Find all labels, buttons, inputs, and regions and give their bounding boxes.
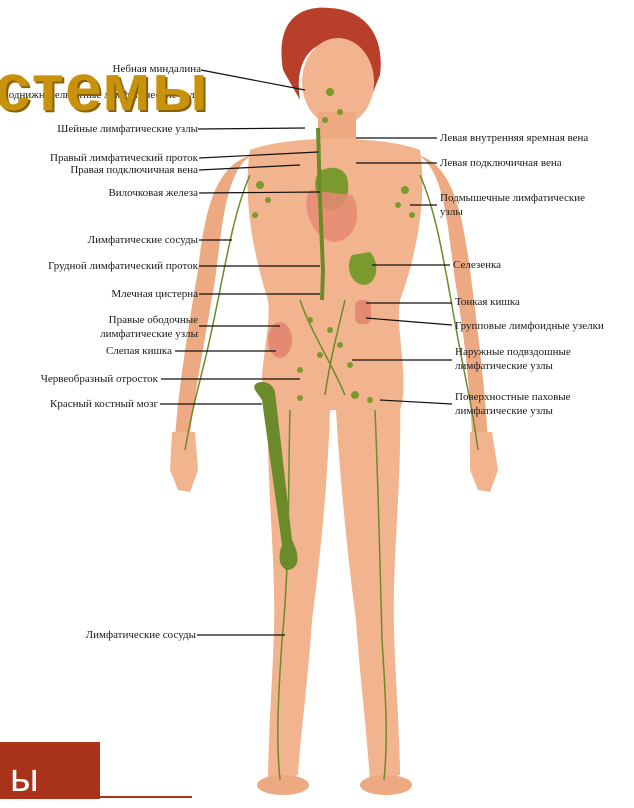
label-cisterna-chyli: Млечная цистерна bbox=[50, 288, 198, 300]
label-thoracic-duct: Грудной лимфатический проток bbox=[10, 260, 198, 272]
label-cervical-nodes: Шейные лимфатические узлы bbox=[40, 123, 198, 135]
cecum bbox=[268, 322, 292, 358]
left-foot bbox=[360, 775, 412, 795]
right-foot bbox=[257, 775, 309, 795]
right-hand bbox=[170, 432, 198, 492]
left-leg bbox=[336, 405, 400, 785]
corner-text-fragment: ы bbox=[10, 748, 39, 808]
label-axillary-nodes-1: Подмышечные лимфатические bbox=[440, 192, 585, 204]
label-peyers-patches: Групповые лимфоидные узелки bbox=[455, 320, 604, 332]
label-thymus: Вилочковая железа bbox=[70, 187, 198, 199]
label-external-iliac-nodes-2: лимфатические узлы bbox=[455, 360, 553, 372]
label-right-colic-nodes-2: лимфатические узлы bbox=[50, 328, 198, 340]
slide-title-fragment: стемы bbox=[0, 52, 209, 122]
label-cecum: Слепая кишка bbox=[60, 345, 172, 357]
label-inguinal-nodes-1: Поверхностные паховые bbox=[455, 391, 571, 403]
corner-accent-line bbox=[100, 796, 192, 798]
label-appendix: Червеобразный отросток bbox=[0, 373, 158, 385]
label-external-iliac-nodes-1: Наружные подвздошные bbox=[455, 346, 571, 358]
label-inguinal-nodes-2: лимфатические узлы bbox=[455, 405, 553, 417]
label-right-subclavian-vein: Правая подключичная вена bbox=[30, 164, 198, 176]
label-right-lymphatic-duct: Правый лимфатический проток bbox=[8, 152, 198, 164]
label-small-intestine: Тонкая кишка bbox=[455, 296, 520, 308]
label-left-subclavian-vein: Левая подключичная вена bbox=[440, 157, 562, 169]
label-lymph-vessels-lower: Лимфатические сосуды bbox=[40, 629, 196, 641]
label-lymph-vessels-upper: Лимфатические сосуды bbox=[40, 234, 198, 246]
label-left-internal-jugular-vein: Левая внутренняя яремная вена bbox=[440, 132, 588, 144]
label-spleen: Селезенка bbox=[453, 259, 501, 271]
left-hand bbox=[470, 432, 498, 492]
label-axillary-nodes-2: узлы bbox=[440, 206, 463, 218]
label-right-colic-nodes-1: Правые ободочные bbox=[50, 314, 198, 326]
label-red-bone-marrow: Красный костный мозг bbox=[10, 398, 158, 410]
